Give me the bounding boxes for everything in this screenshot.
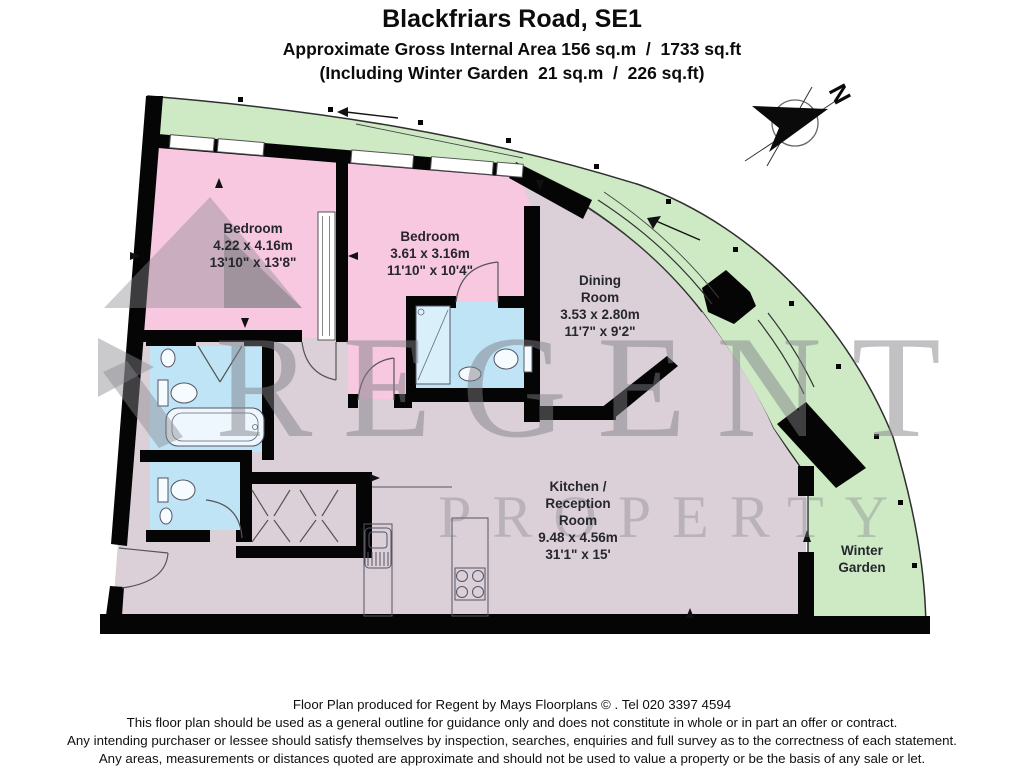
sliding-door (317, 211, 336, 341)
footer-disclaimer-3: Any areas, measurements or distances quo… (98, 751, 926, 766)
page-title: Blackfriars Road, SE1 (382, 5, 642, 33)
room-dims-imperial: 31'1" x 15' (545, 547, 611, 562)
room-name: Garden (838, 560, 886, 575)
sink-icon (159, 348, 482, 525)
room-label-bedroom-1: Bedroom 4.22 x 4.16m 13'10" x 13'8" (168, 220, 338, 271)
logo-triangle (98, 197, 302, 448)
compass (744, 86, 838, 167)
terrace-door-arrow (337, 107, 701, 241)
area-subtitle: Approximate Gross Internal Area 156 sq.m… (282, 39, 742, 59)
footer-disclaimer-2: Any intending purchaser or lessee should… (67, 733, 957, 748)
terrace-rail-line (355, 123, 720, 299)
door-swings (118, 261, 499, 589)
interior-walls (140, 152, 678, 558)
window (168, 134, 524, 178)
entrance-door (118, 547, 169, 589)
north-arrow-icon (752, 106, 828, 152)
room-name: Room (558, 513, 598, 528)
room-name: Kitchen / (549, 479, 607, 494)
bathtub-icon (165, 407, 265, 447)
room-dims-imperial: 11'7" x 9'2" (564, 324, 636, 339)
shower-icon (415, 305, 451, 385)
room-name: Winter (841, 543, 883, 558)
dimension-arrows (130, 178, 811, 618)
room-label-winter-garden: Winter Garden (812, 542, 912, 576)
mullion-dots (238, 97, 917, 568)
room-name: Reception (545, 496, 611, 511)
winter-garden-subtitle: (Including Winter Garden 21 sq.m / 226 s… (319, 63, 705, 83)
room-label-kitchen: Kitchen / Reception Room 9.48 x 4.56m 31… (498, 478, 658, 563)
bedroom1-area (143, 141, 336, 338)
room-dims-metric: 4.22 x 4.16m (213, 238, 293, 253)
room-label-dining-room: Dining Room 3.53 x 2.80m 11'7" x 9'2" (535, 272, 665, 340)
room-dims-metric: 3.61 x 3.16m (390, 246, 470, 261)
room-name: Dining (579, 273, 621, 288)
curved-window (587, 199, 815, 395)
footer-credit: Floor Plan produced for Regent by Mays F… (292, 697, 732, 712)
room-dims-imperial: 13'10" x 13'8" (209, 255, 297, 270)
room-name: Room (580, 290, 620, 305)
room-dims-imperial: 11'10" x 10'4" (386, 263, 474, 278)
bedroom2-area (348, 155, 534, 400)
toilet-icon (157, 345, 533, 503)
room-label-bedroom-2: Bedroom 3.61 x 3.16m 11'10" x 10'4" (350, 228, 510, 279)
hob-icon (372, 486, 489, 617)
footer-disclaimer-1: This floor plan should be used as a gene… (126, 715, 898, 730)
room-name: Bedroom (400, 229, 460, 244)
room-name: Bedroom (223, 221, 283, 236)
compass-circle (771, 99, 819, 147)
room-dims-metric: 9.48 x 4.56m (538, 530, 618, 545)
kitchen-sink-icon (363, 523, 393, 617)
room-dims-metric: 3.53 x 2.80m (560, 307, 640, 322)
